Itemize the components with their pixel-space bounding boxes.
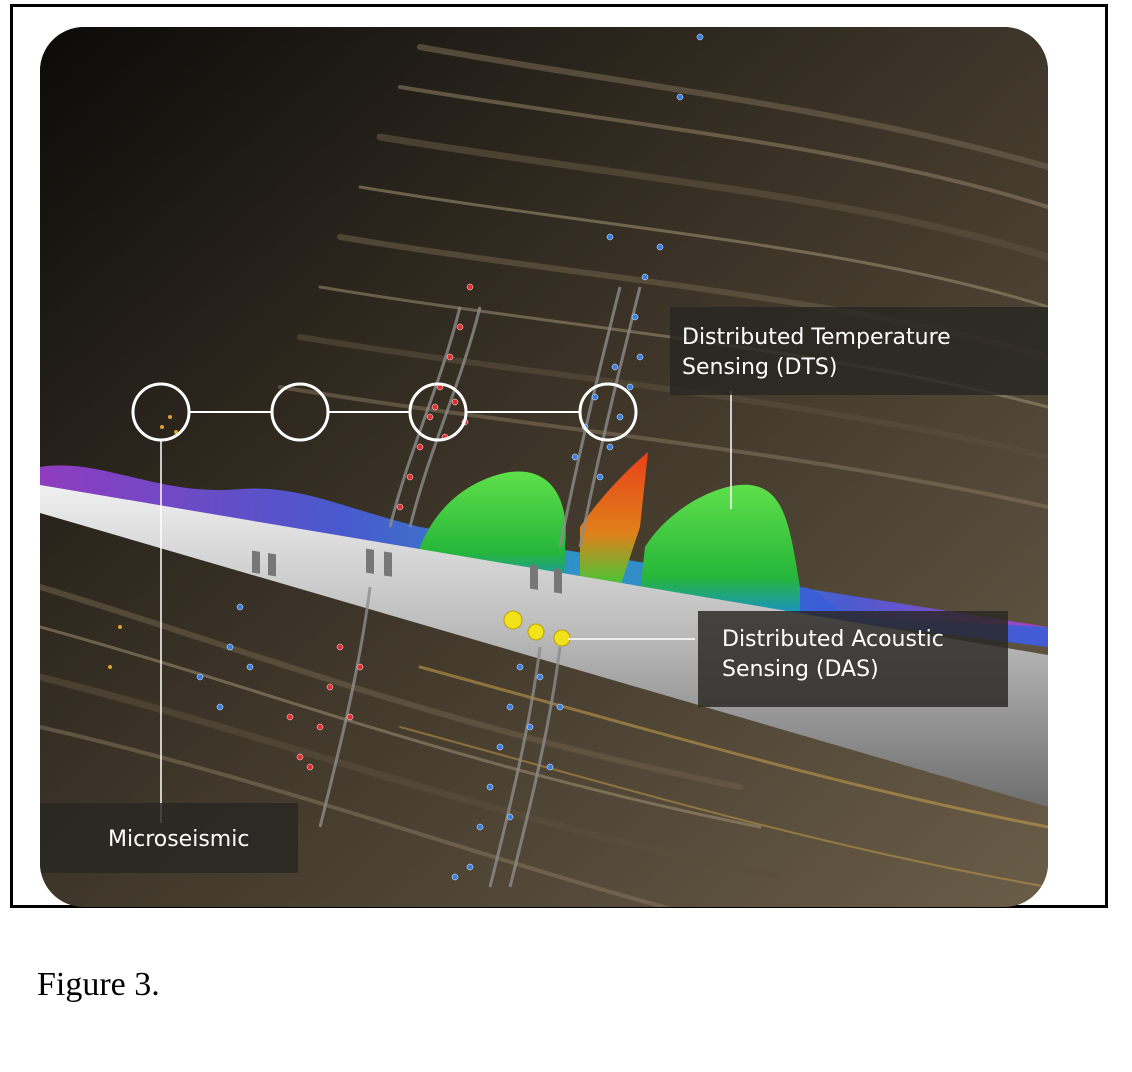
pipe-collars bbox=[252, 548, 562, 594]
dts-label-line1: Distributed Temperature bbox=[682, 325, 951, 350]
figure-frame: Distributed Temperature Sensing (DTS) Di… bbox=[10, 4, 1108, 908]
leader-lines bbox=[160, 391, 732, 823]
microseismic-label: Microseismic bbox=[40, 803, 298, 873]
dts-label-line2: Sensing (DTS) bbox=[682, 355, 838, 380]
illustration-panel: Distributed Temperature Sensing (DTS) Di… bbox=[40, 27, 1048, 907]
wellbore-illustration bbox=[40, 27, 1048, 907]
das-label-line2: Sensing (DAS) bbox=[722, 657, 879, 682]
das-label-line1: Distributed Acoustic bbox=[722, 627, 944, 652]
figure-caption: Figure 3. bbox=[37, 966, 160, 1003]
rock-background bbox=[40, 27, 1048, 907]
wellbore-pipe bbox=[40, 485, 1048, 807]
dts-peak-right bbox=[640, 484, 810, 617]
microseismic-label-text: Microseismic bbox=[108, 827, 250, 852]
rock-strata bbox=[40, 44, 1048, 907]
das-label: Distributed Acoustic Sensing (DAS) bbox=[698, 611, 1008, 707]
dts-peak-red bbox=[580, 452, 648, 587]
microseismic-events-blue bbox=[196, 33, 704, 881]
microseismic-events-orange bbox=[108, 415, 178, 669]
monitoring-circles bbox=[131, 382, 638, 442]
dts-label: Distributed Temperature Sensing (DTS) bbox=[670, 307, 1048, 395]
das-markers bbox=[503, 610, 571, 647]
